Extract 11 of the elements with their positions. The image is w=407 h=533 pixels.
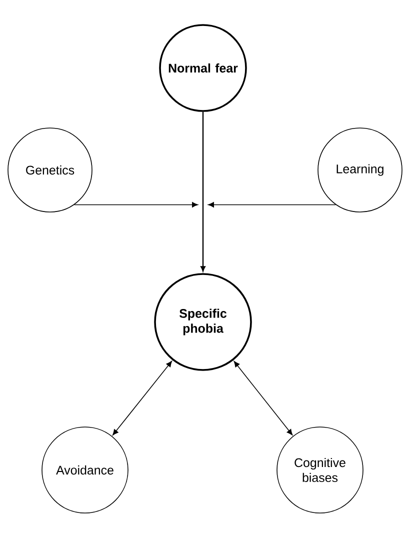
circle-node: Avoidance (42, 426, 128, 514)
circle-node: Normal fear (159, 24, 247, 112)
circle-node: Cognitive biases (276, 426, 364, 514)
arrow (234, 361, 293, 436)
circle-node: Specific phobia (154, 273, 252, 371)
arrow (208, 202, 336, 208)
circle-node: Learning (318, 128, 402, 212)
arrow (74, 202, 198, 208)
arrow (200, 112, 206, 272)
circle-node: Genetics (8, 128, 92, 212)
arrow (112, 360, 172, 436)
